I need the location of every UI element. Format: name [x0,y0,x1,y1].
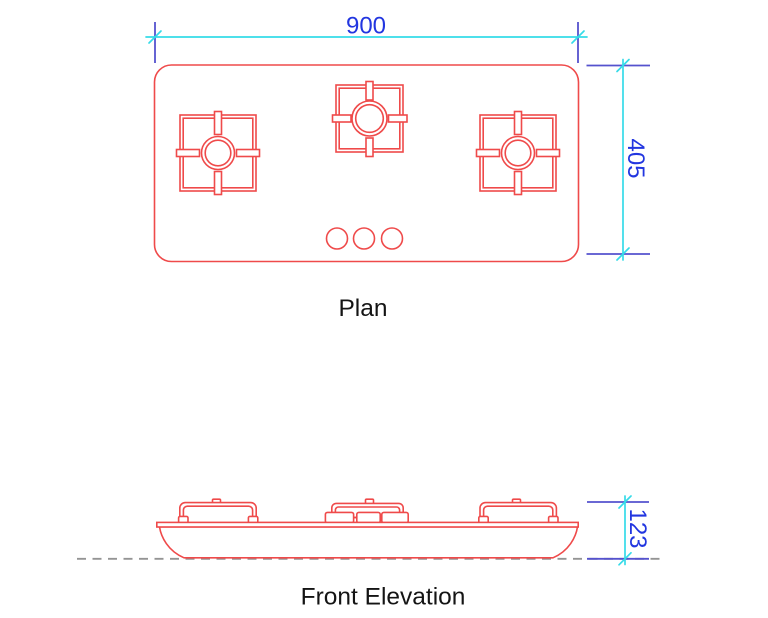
knob [380,227,404,250]
burner-ring-inner [354,103,385,134]
burner-left [175,110,261,196]
burner-right [475,110,561,196]
burner-ring-outer [200,135,236,171]
pan-stand-left [177,498,259,525]
hob-outline [153,64,580,263]
dimension-height: 123 [587,495,651,566]
grate-finger [513,170,523,196]
grate-finger [235,148,261,158]
dim-tick [148,30,162,44]
grate-finger [213,110,223,136]
burner-center [331,80,408,158]
dimension-depth: 405 [586,58,650,261]
dimension-text-height: 123 [624,508,651,548]
burner-ring-inner [504,139,532,167]
grate-finger [365,137,374,158]
grate-finger [365,80,374,101]
dim-tick [571,30,585,44]
dimension-width: 900 [145,13,588,63]
grate-finger [331,114,352,123]
dim-tick [616,58,630,73]
front-elevation-label: Front Elevation [301,584,466,611]
hob-body-profile [158,526,579,559]
grate-finger [387,114,408,123]
dim-tick [616,247,630,261]
dimension-text-width: 900 [346,13,386,40]
burner-ring-outer [351,100,388,137]
stand-pad [324,511,355,524]
stand-pad [355,511,381,524]
burner-ring-inner [204,139,232,167]
front-elevation-view: 123 Front Elevation [77,495,664,611]
plan-label: Plan [338,295,387,322]
grate-finger [513,110,523,136]
plan-view: 900 405 [145,13,650,322]
pan-stand-right [477,498,559,525]
grate-finger [175,148,201,158]
grate-finger [535,148,561,158]
grate-finger [475,148,501,158]
grate-finger [213,170,223,196]
dimension-text-depth: 405 [622,138,649,178]
hob-top-panel [156,521,579,528]
stand-pad [380,511,409,524]
dim-tick [618,551,632,566]
knob [325,227,349,250]
burner-ring-outer [500,135,536,171]
pan-stand-center [324,498,409,524]
dim-tick [618,495,632,509]
control-knobs [325,227,404,250]
knob [352,227,376,250]
